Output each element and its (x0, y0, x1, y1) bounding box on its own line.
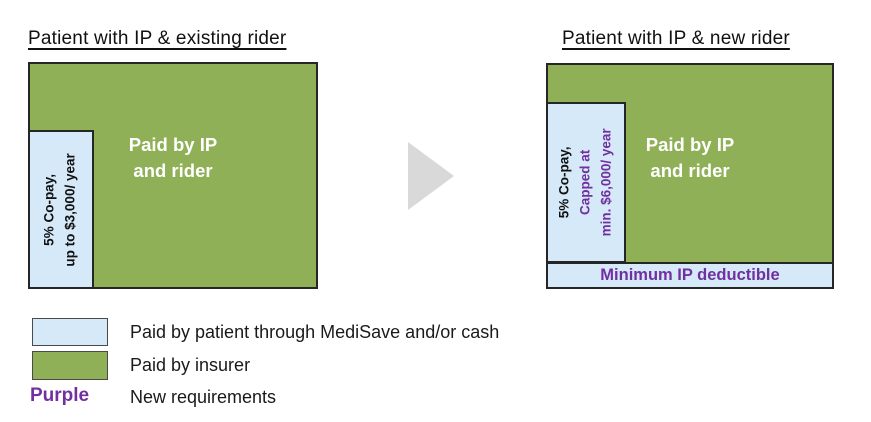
left-copay-label-line2: up to $3,000/ year (63, 152, 78, 267)
left-copay-label-line1: 5% Co-pay, (42, 173, 58, 246)
left-panel-title: Patient with IP & existing rider (28, 28, 287, 49)
legend-label-insurer-paid: Paid by insurer (130, 355, 251, 375)
left-copay-label: 5% Co-pay, up to $3,000/ year (40, 153, 82, 266)
legend-swatch-purple-word: Purple (30, 385, 90, 406)
minimum-ip-deductible-strip: Minimum IP deductible (546, 262, 834, 289)
right-panel-title: Patient with IP & new rider (562, 28, 790, 49)
right-copay-box: 5% Co-pay, Capped at min. $6,000/ year (546, 102, 626, 263)
right-copay-label: 5% Co-pay, Capped at min. $6,000/ year (555, 128, 618, 236)
minimum-ip-deductible-label: Minimum IP deductible (600, 266, 780, 284)
legend-swatch-insurer-paid (32, 351, 108, 380)
right-copay-label-line1: 5% Co-pay, (556, 146, 572, 219)
transition-arrow-icon (408, 142, 454, 210)
right-copay-label-line3: min. $6,000/ year (598, 128, 614, 237)
left-copay-box: 5% Co-pay, up to $3,000/ year (28, 130, 94, 289)
right-copay-label-line2: Capped at (577, 149, 593, 216)
legend-label-new-requirements: New requirements (130, 387, 277, 407)
legend-label-patient-paid: Paid by patient through MediSave and/or … (130, 322, 500, 342)
legend-swatch-patient-paid (32, 318, 108, 346)
